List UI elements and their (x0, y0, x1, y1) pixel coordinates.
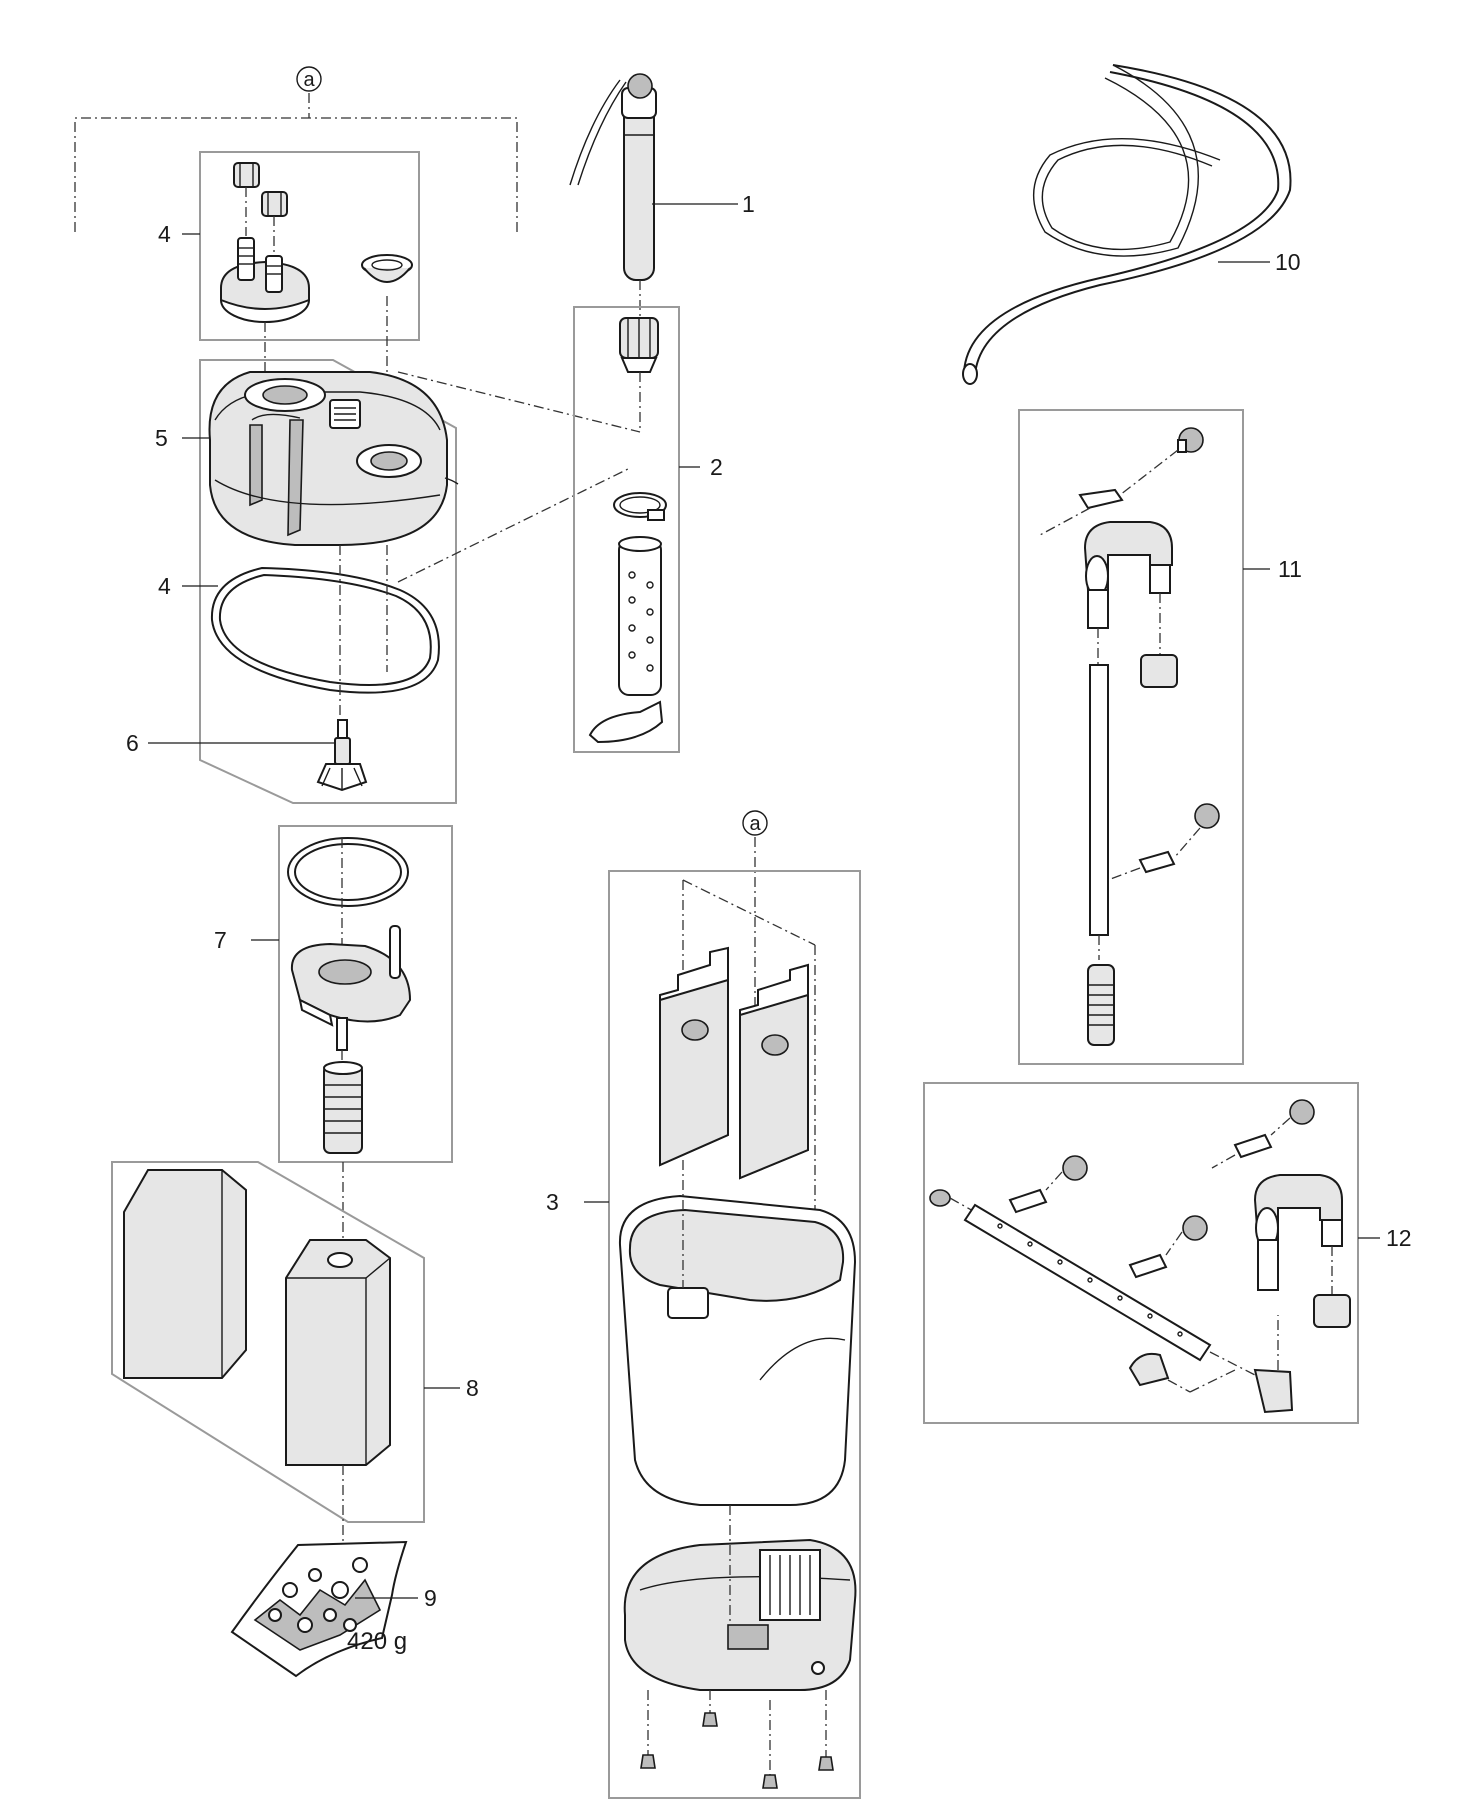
callout-6: 6 (126, 730, 139, 756)
part-group-2-intake (573, 306, 680, 753)
part-group-3-filter-basket (608, 870, 861, 1799)
callout-2: 2 (710, 454, 723, 480)
callout-4-oring: 4 (158, 573, 171, 599)
callout-11: 11 (1278, 556, 1302, 582)
callout-5: 5 (155, 425, 168, 451)
group-marker-top: a (74, 66, 518, 232)
link-line-5-2b (397, 467, 631, 583)
part-9-granulate-bag (230, 1540, 408, 1678)
group-marker-top-label: a (303, 69, 315, 91)
part-1-tube (569, 73, 657, 318)
callout-10: 10 (1275, 249, 1301, 275)
callout-1: 1 (742, 191, 755, 217)
group-marker-middle-label: a (749, 813, 761, 835)
part-group-7-pump-insert (278, 825, 453, 1270)
callout-8: 8 (466, 1375, 479, 1401)
part-group-4-connectors (199, 151, 420, 445)
part-group-8-filter-foam (111, 1161, 425, 1555)
callout-9: 9 (424, 1585, 437, 1611)
callout-3: 3 (546, 1189, 559, 1215)
callout-12: 12 (1386, 1225, 1412, 1251)
part-group-12-spray-bar (923, 1082, 1359, 1424)
callout-7: 7 (214, 927, 227, 953)
part-group-5-pump-head (199, 359, 459, 804)
callout-4-top: 4 (158, 221, 171, 247)
weight-label: 420 g (347, 1628, 407, 1655)
part-10-hose (962, 64, 1292, 385)
callout-leaders (148, 203, 1380, 1599)
link-line-5-2a (397, 371, 641, 433)
part-group-11-return-pipe (1018, 409, 1244, 1065)
